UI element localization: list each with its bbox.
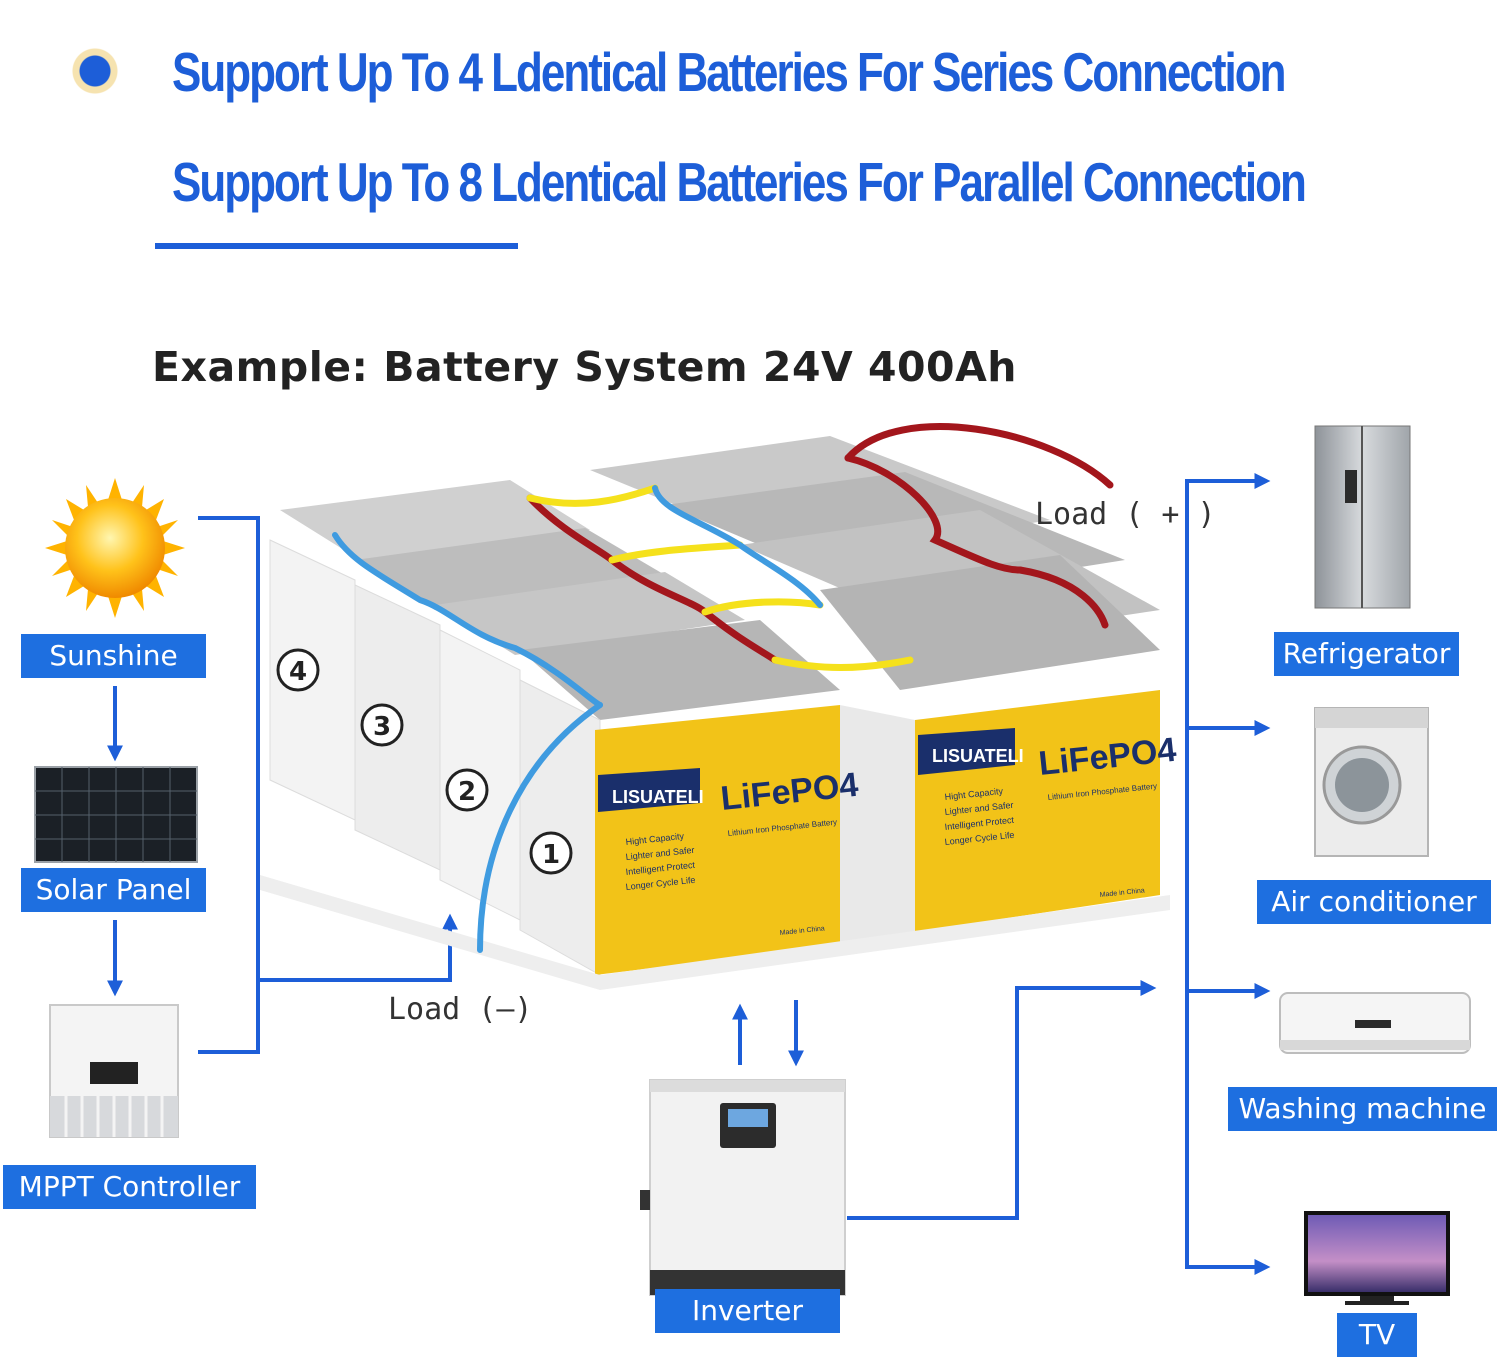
heading-underline [155, 243, 518, 249]
bullet-icon [70, 46, 120, 96]
sunshine-label: Sunshine [21, 634, 206, 678]
air-conditioner-icon [1279, 992, 1471, 1054]
battery-number: 3 [373, 712, 391, 742]
inverter-flow-arrows [732, 980, 1157, 1220]
load-negative-label: Load (—) [388, 992, 533, 1027]
load-positive-label: Load ( + ) [1035, 497, 1216, 532]
battery-number: 1 [542, 840, 560, 870]
example-title: Example: Battery System 24V 400Ah [152, 343, 1017, 391]
battery-number: 2 [458, 777, 476, 807]
battery-number: 4 [289, 657, 307, 687]
battery-brand: LISUATELI [612, 787, 704, 807]
tv-label: TV [1337, 1313, 1417, 1357]
mppt-controller-icon [49, 1004, 179, 1138]
refrigerator-icon [1314, 425, 1411, 609]
solar-panel-icon [34, 766, 198, 863]
mppt-controller-label: MPPT Controller [3, 1165, 256, 1209]
refrigerator-label: Refrigerator [1274, 632, 1459, 676]
air-conditioner-label: Air conditioner [1257, 880, 1491, 924]
tv-icon [1304, 1211, 1450, 1305]
battery-cables [332, 423, 1114, 953]
inverter-icon [640, 1079, 846, 1296]
battery-made-in: Made in China [779, 925, 825, 937]
inverter-label: Inverter [655, 1289, 840, 1333]
battery-bank: 4 3 2 1 LISUATELI LiFePO4 Lithium Iron P… [260, 436, 1178, 990]
solar-panel-label: Solar Panel [21, 868, 206, 912]
parallel-heading: Support Up To 8 Ldentical Batteries For … [172, 151, 1307, 213]
washing-machine-label: Washing machine [1228, 1087, 1497, 1131]
series-heading: Support Up To 4 Ldentical Batteries For … [172, 41, 1286, 103]
washer-icon [1314, 707, 1429, 857]
sun-icon [45, 478, 185, 618]
appliance-bus [1185, 473, 1271, 1275]
battery-made-in: Made in China [1099, 887, 1145, 899]
battery-brand: LISUATELI [932, 746, 1024, 766]
